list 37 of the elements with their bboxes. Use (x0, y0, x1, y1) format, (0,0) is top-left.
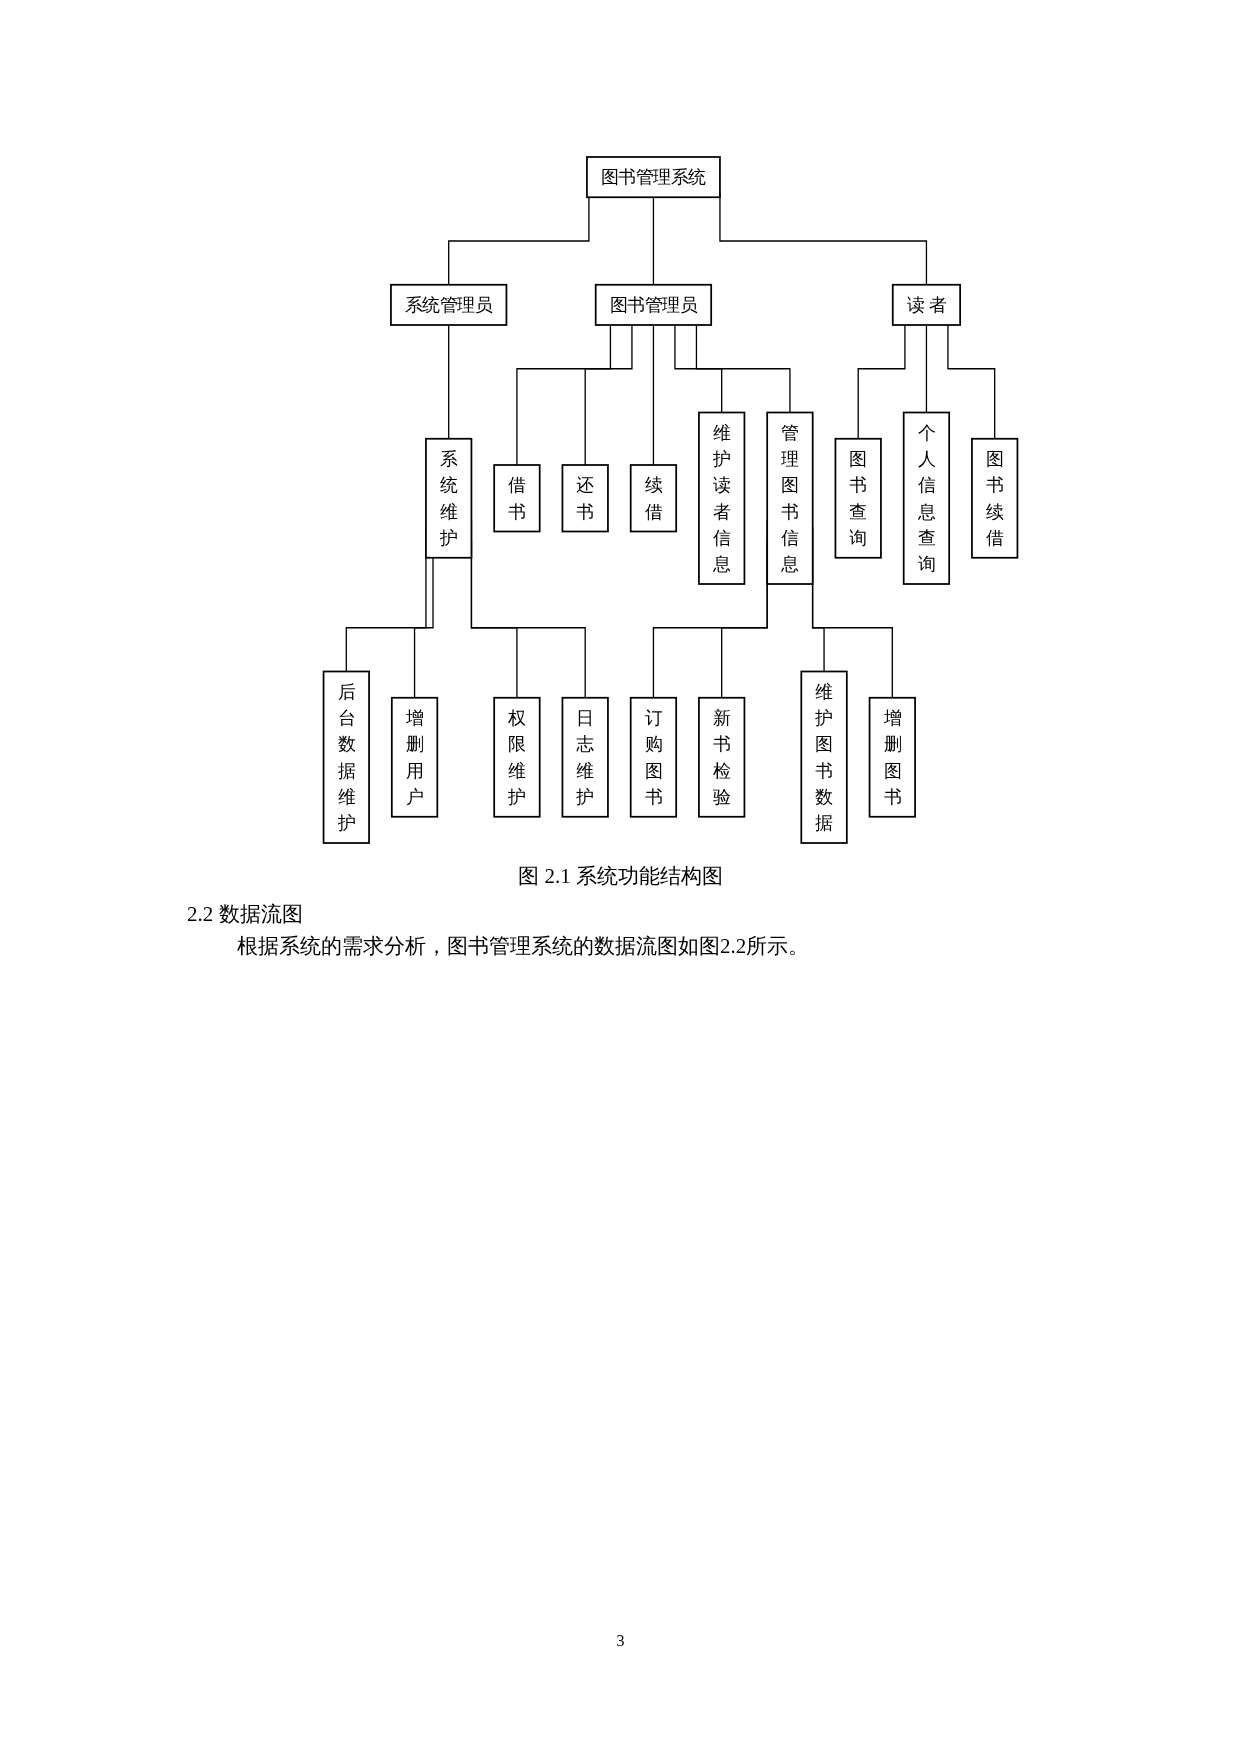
figure-caption: 图 2.1 系统功能结构图 (517, 863, 724, 890)
node-box: 续借 (629, 464, 677, 533)
page-number: 3 (615, 1632, 626, 1650)
connector (946, 324, 995, 440)
node-box: 图书管理系统 (585, 156, 721, 199)
connector (447, 196, 590, 286)
section-heading: 2.2 数据流图 (187, 901, 303, 928)
connector (695, 324, 791, 414)
node-box: 日志维护 (561, 696, 609, 818)
node-box: 图书管理员 (594, 283, 712, 326)
node-box: 借书 (492, 464, 541, 533)
connector (925, 324, 927, 414)
node-box: 维护图书数据 (799, 670, 848, 844)
connector (413, 557, 434, 699)
connector (857, 324, 906, 440)
connector (673, 324, 722, 414)
connector (652, 196, 654, 286)
paragraph: 根据系统的需求分析，图书管理系统的数据流图如图2.2所示。 (237, 933, 810, 960)
connector (584, 324, 633, 466)
node-box: 维护读者信息 (697, 411, 745, 585)
node-box: 新书检验 (697, 696, 745, 818)
node-box: 还书 (561, 464, 609, 533)
node-box: 订购图书 (629, 696, 677, 818)
node-box: 系统维护 (424, 437, 472, 559)
node-box: 后台数据维护 (322, 670, 370, 844)
node-box: 权限维护 (492, 696, 541, 818)
node-box: 增删用户 (390, 696, 438, 818)
node-box: 图书查询 (834, 437, 882, 559)
connector (652, 324, 654, 466)
node-box: 图书续借 (970, 437, 1018, 559)
node-box: 系统管理员 (389, 283, 507, 326)
node-box: 读 者 (891, 283, 961, 326)
node-box: 管理图书信息 (765, 411, 814, 585)
connector (515, 324, 611, 466)
node-box: 增删图书 (868, 696, 916, 818)
node-box: 个人信息查询 (902, 411, 950, 585)
connector (447, 324, 449, 440)
